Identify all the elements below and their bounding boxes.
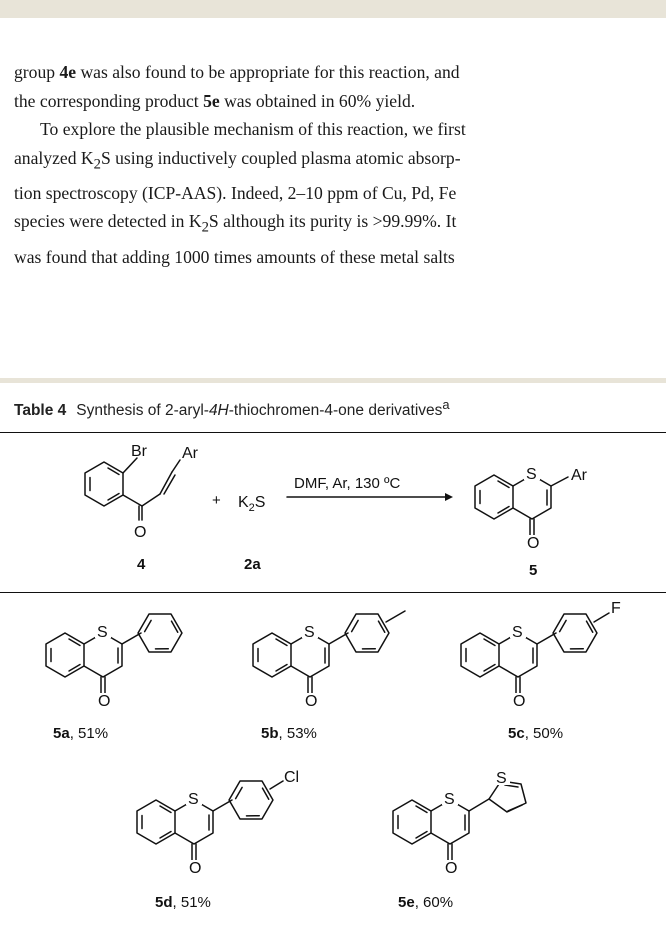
svg-text:O: O [527,535,539,552]
svg-text:S: S [512,624,523,641]
svg-text:O: O [134,524,146,541]
svg-text:S: S [444,791,455,808]
plus-sign: + [212,492,221,509]
body-text: group 4e was also found to be appropriat… [14,58,666,271]
svg-text:O: O [513,693,525,710]
svg-text:O: O [445,860,457,877]
product-5d-caption: 5d, 51% [155,894,211,911]
reagent-label: 2a [244,556,261,573]
compound-ref: 5e [203,90,220,111]
product-5d-structure: S O Cl [137,769,299,877]
svg-text:S: S [188,791,199,808]
svg-text:S: S [97,624,108,641]
svg-text:Cl: Cl [284,769,299,786]
reagent-formula: K2S [238,494,265,514]
product-label: 5 [529,562,537,579]
svg-text:S: S [496,770,507,787]
svg-text:O: O [98,693,110,710]
top-band [0,0,666,18]
svg-text:Ar: Ar [571,467,588,484]
table-mid-rule [0,592,666,594]
para2-line2: analyzed K2S using inductively coupled p… [14,147,461,173]
product-5c-caption: 5c, 50% [508,725,563,742]
product-5c-structure: S O F [461,600,621,710]
svg-text:O: O [189,860,201,877]
para2-line4: species were detected in K2S although it… [14,211,457,236]
product-5e-caption: 5e, 60% [398,894,453,911]
svg-text:F: F [611,600,621,617]
reaction-conditions: DMF, Ar, 130 ºC [294,475,401,492]
svg-text:O: O [305,693,317,710]
svg-text:S: S [304,624,315,641]
starting-material-label: 4 [137,556,146,573]
compound-ref: 4e [59,62,77,82]
product-5b-structure: S O [253,603,406,710]
svg-text:S: S [526,466,537,483]
table-label: Table 4 [14,402,67,420]
arrow-head [445,493,453,501]
product-5b-caption: 5b, 53% [261,725,317,742]
para2-line5: was found that adding 1000 times amounts… [14,246,455,267]
product-5e-structure: S O S [393,770,527,877]
product-structure: S Ar O [475,466,588,552]
para1-line1: group 4e was also found to be appropriat… [14,62,460,82]
para2-line1: To explore the plausible mechanism of th… [40,119,466,140]
starting-material-structure: Br Ar O [84,443,199,541]
para2-line3: tion spectroscopy (ICP-AAS). Indeed, 2–1… [14,182,457,203]
product-5a-structure: S O [46,603,189,710]
table-top-rule [0,432,666,434]
para1-line2: the corresponding product 5e was obtaine… [14,90,416,111]
product-5a-caption: 5a, 51% [53,725,108,742]
section-divider [0,378,666,383]
svg-text:Ar: Ar [182,445,199,462]
svg-text:Br: Br [131,443,148,460]
